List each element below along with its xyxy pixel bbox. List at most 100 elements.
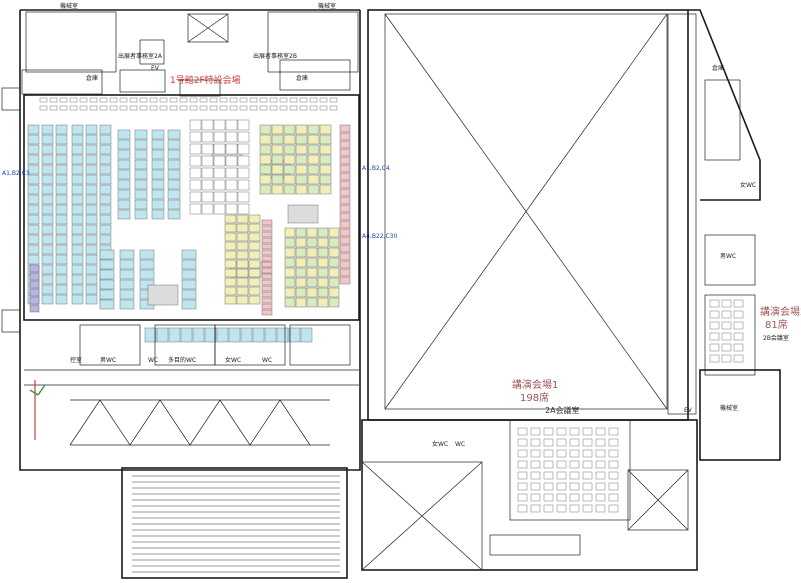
booth-cyan xyxy=(85,184,98,195)
chair-row-top xyxy=(169,105,178,111)
booth-yellow xyxy=(283,154,296,165)
booth-white xyxy=(201,131,214,143)
booth-cyan xyxy=(134,139,148,150)
booth-yellow xyxy=(283,124,296,135)
booth-cyan xyxy=(99,214,112,225)
booth-yellow xyxy=(283,184,296,195)
booth-yellow xyxy=(295,154,308,165)
seat xyxy=(543,482,554,491)
chair-row-top xyxy=(169,97,178,103)
chair-row-top xyxy=(239,105,248,111)
chair-row-top xyxy=(249,105,258,111)
booth-cyan xyxy=(41,184,54,195)
booth-cyan xyxy=(99,184,112,195)
booth-cyan xyxy=(27,254,40,265)
booth-cyan xyxy=(117,209,131,220)
booth-cyan xyxy=(204,327,217,343)
booth-cyan xyxy=(151,199,165,210)
stair-lines xyxy=(132,475,340,573)
seat xyxy=(530,504,541,513)
booth-yellow xyxy=(248,268,261,278)
booth-cyan xyxy=(151,139,165,150)
seat xyxy=(517,504,528,513)
booth-pink xyxy=(339,172,351,181)
booth-green xyxy=(295,267,307,278)
booth-cyan xyxy=(288,327,301,343)
booth-yellow xyxy=(319,144,332,155)
booth-yellow xyxy=(248,241,261,251)
booth-cyan xyxy=(167,139,181,150)
seat xyxy=(543,427,554,436)
booth-cyan xyxy=(167,169,181,180)
booth-field xyxy=(27,97,351,343)
booth-cyan xyxy=(99,259,115,270)
booth-cyan xyxy=(117,189,131,200)
chair-row-top xyxy=(219,97,228,103)
booth-cyan xyxy=(41,224,54,235)
booth-purple xyxy=(29,288,40,297)
booth-cyan xyxy=(71,144,84,155)
booth-pink xyxy=(339,252,351,261)
booth-cyan xyxy=(85,274,98,285)
booth-cyan xyxy=(41,174,54,185)
zone-label-a: A1,B2,C4 xyxy=(362,165,390,172)
seat xyxy=(517,482,528,491)
booth-cyan xyxy=(85,234,98,245)
men-wc-label: 男WC xyxy=(100,357,116,364)
seat xyxy=(582,504,593,513)
chair-row-top xyxy=(109,105,118,111)
wc-label-3: WC xyxy=(455,441,465,448)
booth-white xyxy=(189,131,202,143)
booth-cyan xyxy=(99,124,112,135)
seat xyxy=(556,504,567,513)
booth-cyan xyxy=(27,204,40,215)
machine-room-right: 機械室 xyxy=(720,404,738,412)
seat xyxy=(595,427,606,436)
booth-gray xyxy=(147,284,179,306)
booth-cyan xyxy=(151,179,165,190)
booth-cyan xyxy=(99,144,112,155)
booth-cyan xyxy=(99,224,112,235)
seat xyxy=(569,460,580,469)
booth-cyan xyxy=(55,184,68,195)
booth-cyan xyxy=(85,194,98,205)
booth-cyan xyxy=(85,134,98,145)
booth-cyan xyxy=(41,274,54,285)
lecture-hall-1-name: 講演会場1 xyxy=(512,378,558,391)
booth-white xyxy=(225,191,238,203)
seat-2b xyxy=(721,332,732,341)
lecture-hall-1 xyxy=(367,9,697,421)
booth-cyan xyxy=(71,154,84,165)
booth-pink xyxy=(339,268,351,277)
booth-cyan xyxy=(99,154,112,165)
booth-cyan xyxy=(168,327,181,343)
booth-white xyxy=(189,203,202,215)
booth-green xyxy=(284,227,296,238)
booth-pink xyxy=(261,297,273,304)
booth-cyan xyxy=(85,124,98,135)
booth-yellow xyxy=(248,250,261,260)
booth-cyan xyxy=(119,249,135,260)
chair-row-top xyxy=(39,97,48,103)
booth-cyan xyxy=(134,189,148,200)
seat xyxy=(530,438,541,447)
booth-cyan xyxy=(41,254,54,265)
booth-cyan xyxy=(41,154,54,165)
booth-cyan xyxy=(134,159,148,170)
booth-cyan xyxy=(55,134,68,145)
booth-cyan xyxy=(300,327,313,343)
chair-row-top xyxy=(69,105,78,111)
zone-label-c: A4,B22,C30 xyxy=(362,233,397,240)
booth-green xyxy=(317,227,329,238)
booth-cyan xyxy=(167,129,181,140)
seat xyxy=(595,449,606,458)
seat xyxy=(595,460,606,469)
booth-pink xyxy=(339,180,351,189)
chair-row-top xyxy=(229,105,238,111)
booth-cyan xyxy=(55,284,68,295)
seat xyxy=(595,482,606,491)
booth-green xyxy=(317,247,329,258)
chair-row-top xyxy=(49,97,58,103)
wc-label-1: WC xyxy=(148,357,158,364)
booth-cyan xyxy=(55,244,68,255)
